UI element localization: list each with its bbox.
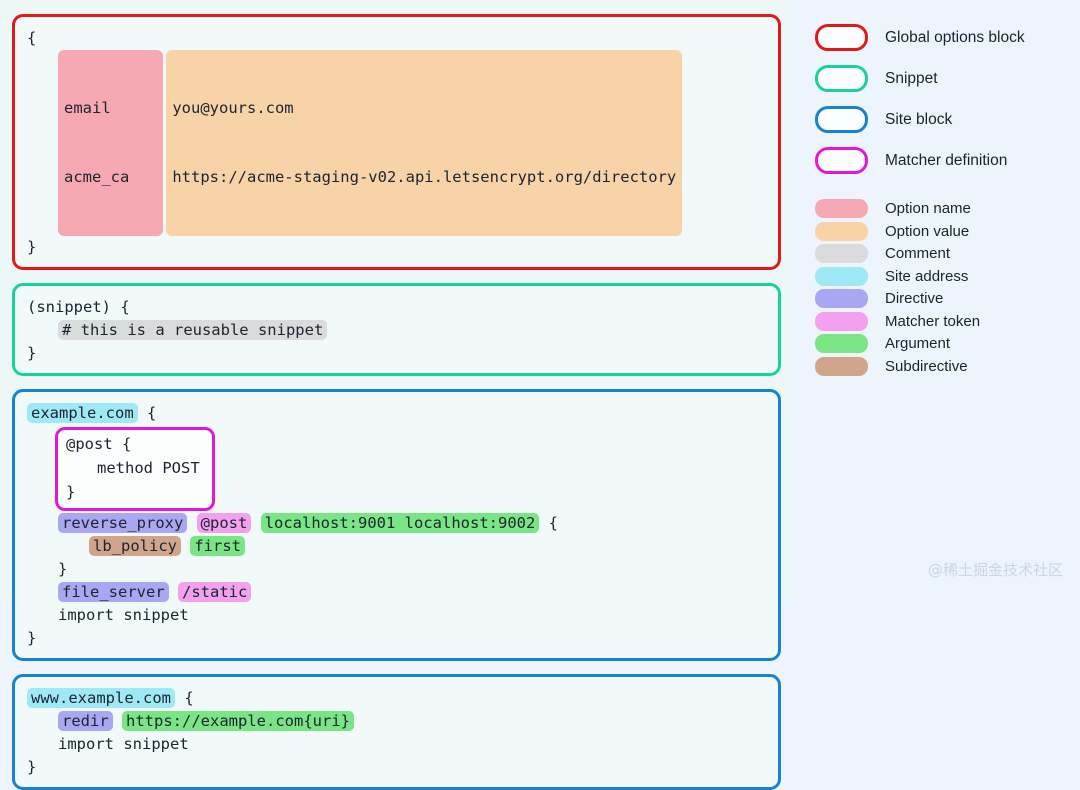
legend-label: Snippet xyxy=(885,69,938,87)
option-values-group: you@yours.com https://acme-staging-v02.a… xyxy=(166,50,683,236)
caddyfile-anatomy-diagram: { email acme_ca you@yours.com https://ac… xyxy=(12,0,1080,790)
matcher-close: } xyxy=(66,483,76,501)
swatch-fill-icon xyxy=(815,221,868,241)
legend-label: Option value xyxy=(885,222,970,240)
legend-item-option-name: Option name xyxy=(815,199,1080,218)
legend-label: Site address xyxy=(885,267,969,285)
matcher-body: method POST xyxy=(97,459,200,477)
swatch-fill-icon xyxy=(815,334,868,353)
global-options-table: email acme_ca you@yours.com https://acme… xyxy=(58,50,766,236)
legend-label: Directive xyxy=(885,290,944,307)
matcher-definition-block: @post { method POST } xyxy=(55,427,215,511)
argument-first: first xyxy=(190,536,246,556)
option-name-email: email xyxy=(64,99,111,117)
option-value-acme-ca: https://acme-staging-v02.api.letsencrypt… xyxy=(172,168,677,186)
www-import-line: import snippet xyxy=(58,735,189,753)
legend-item-argument: Argument xyxy=(815,334,1080,353)
legend-panel: Global options block Snippet Site block … xyxy=(793,0,1080,597)
legend-item-global-options-block: Global options block xyxy=(815,24,1080,51)
legend-item-site-address: Site address xyxy=(815,266,1080,286)
matcher-token-post: @post xyxy=(196,513,252,533)
option-value-email: you@yours.com xyxy=(172,99,294,117)
reverse-proxy-open-brace: { xyxy=(548,514,558,532)
matcher-header: @post { xyxy=(66,435,132,453)
legend-label: Subdirective xyxy=(885,357,968,375)
site-address-token-www: www.example.com xyxy=(27,688,175,708)
lb-policy-line: lb_policy first xyxy=(27,535,766,558)
import-line: import snippet xyxy=(58,606,189,624)
site-header-line: example.com { xyxy=(27,402,766,425)
site-address-token: example.com xyxy=(27,403,138,423)
swatch-fill-icon xyxy=(815,356,868,376)
argument-redir-target: https://example.com{uri} xyxy=(122,711,354,731)
legend-item-option-value: Option value xyxy=(815,221,1080,241)
legend-item-directive: Directive xyxy=(815,289,1080,308)
comment-token: # this is a reusable snippet xyxy=(58,320,328,340)
legend-item-subdirective: Subdirective xyxy=(815,356,1080,376)
redir-line: redir https://example.com{uri} xyxy=(27,710,766,733)
legend-label: Option name xyxy=(885,200,971,217)
directive-file-server: file_server xyxy=(58,582,169,602)
reverse-proxy-close-brace: } xyxy=(58,560,68,578)
site-block-example: example.com { @post { method POST } reve… xyxy=(12,389,781,661)
reverse-proxy-line: reverse_proxy @post localhost:9001 local… xyxy=(27,512,766,535)
swatch-outline-icon xyxy=(815,65,868,92)
legend-item-comment: Comment xyxy=(815,244,1080,263)
swatch-outline-icon xyxy=(815,24,868,51)
legend-label: Site block xyxy=(885,110,953,128)
www-close-brace: } xyxy=(27,758,37,776)
site-block-www: www.example.com { redir https://example.… xyxy=(12,674,781,790)
www-header-line: www.example.com { xyxy=(27,687,766,710)
snippet-comment-line: # this is a reusable snippet xyxy=(27,319,766,342)
legend-item-matcher-token: Matcher token xyxy=(815,311,1080,331)
swatch-fill-icon xyxy=(815,244,868,263)
directive-reverse-proxy: reverse_proxy xyxy=(58,513,188,533)
legend-item-matcher-definition: Matcher definition xyxy=(815,147,1080,174)
legend-label: Global options block xyxy=(885,28,1025,46)
legend-item-snippet: Snippet xyxy=(815,65,1080,92)
code-panel: { email acme_ca you@yours.com https://ac… xyxy=(12,14,781,790)
legend-label: Argument xyxy=(885,335,951,352)
swatch-fill-icon xyxy=(815,311,868,331)
option-name-acme-ca: acme_ca xyxy=(64,168,130,186)
site-open-brace: { xyxy=(147,404,157,422)
legend-label: Matcher token xyxy=(885,312,981,330)
file-server-line: file_server /static xyxy=(27,581,766,604)
swatch-outline-icon xyxy=(815,106,868,133)
argument-upstreams: localhost:9001 localhost:9002 xyxy=(260,513,540,533)
site-close-brace: } xyxy=(27,629,37,647)
swatch-fill-icon xyxy=(815,289,868,308)
option-names-group: email acme_ca xyxy=(58,50,164,236)
swatch-fill-icon xyxy=(815,266,868,286)
global-open-brace: { xyxy=(27,29,37,47)
legend-outline-list: Global options block Snippet Site block … xyxy=(815,24,1080,174)
subdirective-lb-policy: lb_policy xyxy=(89,536,181,556)
snippet-header: (snippet) { xyxy=(27,298,130,316)
legend-label: Matcher definition xyxy=(885,151,1008,169)
www-open-brace: { xyxy=(184,689,194,707)
global-close-brace: } xyxy=(27,238,37,256)
snippet-block: (snippet) { # this is a reusable snippet… xyxy=(12,283,781,376)
legend-item-site-block: Site block xyxy=(815,106,1080,133)
directive-redir: redir xyxy=(58,711,113,731)
global-options-block: { email acme_ca you@yours.com https://ac… xyxy=(12,14,781,270)
legend-label: Comment xyxy=(885,245,951,262)
snippet-close-brace: } xyxy=(27,344,37,362)
matcher-token-static: /static xyxy=(178,582,252,602)
watermark: @稀土掘金技术社区 xyxy=(927,561,1063,579)
legend-fill-list: Option name Option value Comment Site ad… xyxy=(815,199,1080,376)
swatch-fill-icon xyxy=(815,199,868,218)
swatch-outline-icon xyxy=(815,147,868,174)
